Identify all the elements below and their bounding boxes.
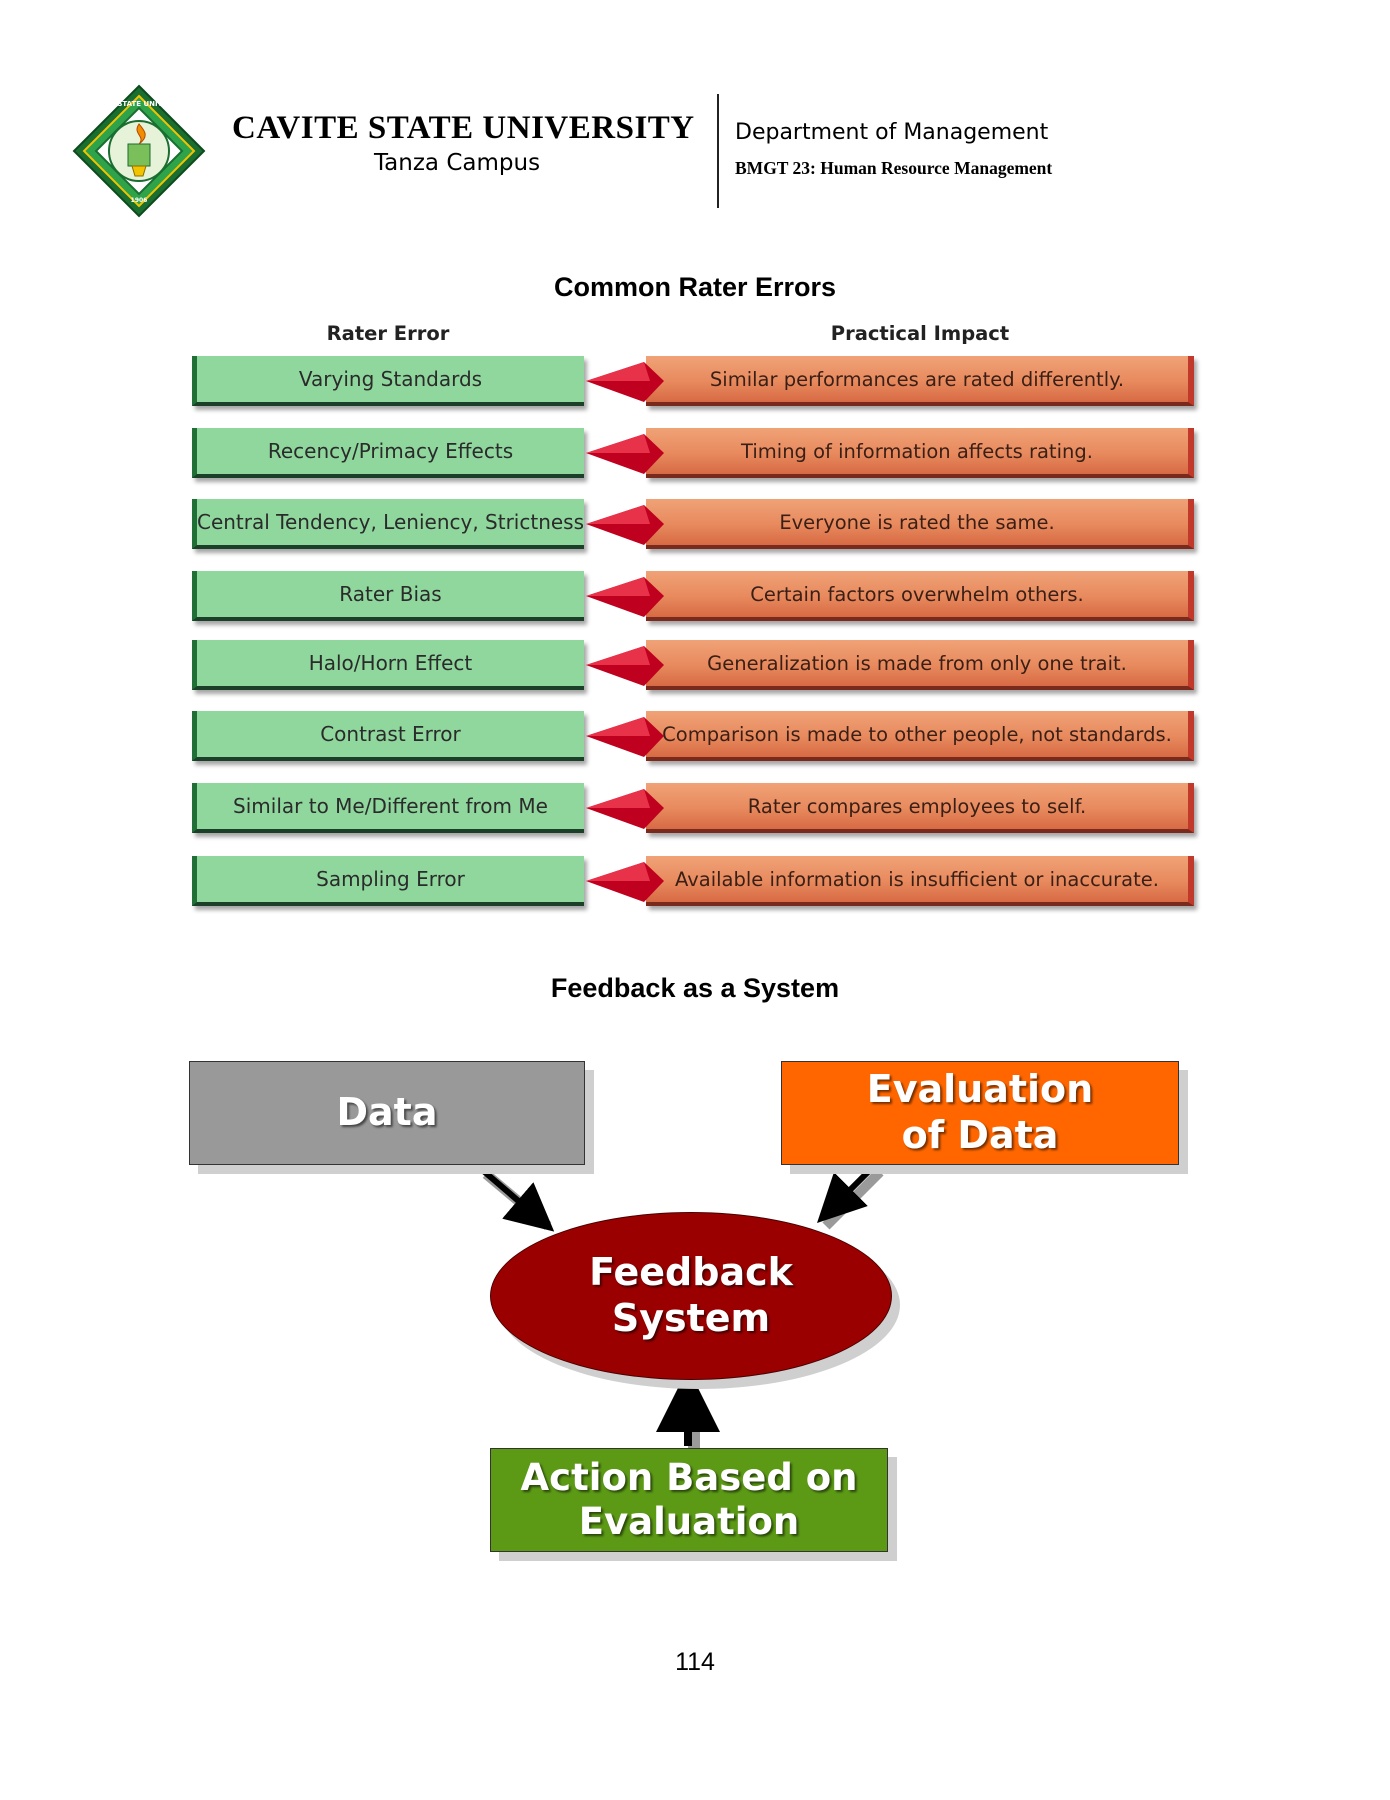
logo-ring-top: CAVITE STATE UNIVERSITY (87, 100, 191, 108)
rater-error-cell: Contrast Error (192, 711, 584, 761)
red-arrow-icon (586, 717, 664, 757)
practical-impact-cell: Comparison is made to other people, not … (646, 711, 1194, 761)
practical-impact-cell: Timing of information affects rating. (646, 428, 1194, 478)
feedback-system-ellipse: Feedback System (490, 1212, 892, 1380)
action-box-line1: Action Based on (520, 1455, 858, 1499)
university-name: CAVITE STATE UNIVERSITY (232, 110, 695, 146)
rater-error-cell: Rater Bias (192, 571, 584, 621)
department-name: Department of Management (735, 120, 1049, 145)
rater-error-cell: Central Tendency, Leniency, Strictness (192, 499, 584, 549)
red-arrow-icon (586, 434, 664, 474)
practical-impact-cell: Certain factors overwhelm others. (646, 571, 1194, 621)
logo-year: 1906 (131, 197, 148, 204)
red-arrow-icon (586, 362, 664, 402)
rater-error-row: Recency/Primacy Effects Timing of informa… (0, 428, 1390, 480)
rater-error-row: Contrast Error Comparison is made to othe… (0, 711, 1390, 763)
rater-error-cell: Similar to Me/Different from Me (192, 783, 584, 833)
arrow-data-shadow (482, 1170, 552, 1230)
rater-error-row: Sampling Error Available information is i… (0, 856, 1390, 908)
practical-impact-cell: Everyone is rated the same. (646, 499, 1194, 549)
rater-error-cell: Halo/Horn Effect (192, 640, 584, 690)
red-arrow-icon (586, 577, 664, 617)
red-arrow-icon (586, 505, 664, 545)
rater-error-cell: Varying Standards (192, 356, 584, 406)
header-divider (717, 94, 719, 208)
arrow-data-to-feedback (478, 1165, 555, 1232)
feedback-title: Feedback as a System (550, 973, 840, 1003)
course-title: BMGT 23: Human Resource Management (735, 158, 1053, 178)
rater-errors-title: Common Rater Errors (553, 272, 837, 302)
page-number: 114 (675, 1648, 715, 1676)
action-box: Action Based on Evaluation (490, 1448, 888, 1552)
red-arrow-icon (586, 646, 664, 686)
rater-error-row: Varying Standards Similar performances ar… (0, 356, 1390, 408)
feedback-system-line2: System (611, 1296, 771, 1340)
rater-error-row: Similar to Me/Different from Me Rater com… (0, 783, 1390, 835)
evaluation-box-line2: of Data (901, 1113, 1059, 1157)
data-box: Data (189, 1061, 585, 1165)
campus-name: Tanza Campus (373, 150, 541, 176)
evaluation-box-line1: Evaluation (866, 1067, 1094, 1112)
practical-impact-cell: Rater compares employees to self. (646, 783, 1194, 833)
practical-impact-cell: Similar performances are rated different… (646, 356, 1194, 406)
red-arrow-icon (586, 862, 664, 902)
arrow-evaluation-shadow (822, 1168, 884, 1230)
column-header-rater-error: Rater Error (326, 322, 450, 345)
feedback-system-line1: Feedback (589, 1250, 793, 1295)
evaluation-box: Evaluation of Data (781, 1061, 1179, 1165)
arrow-evaluation-to-feedback (817, 1165, 875, 1223)
university-seal-logo: CAVITE STATE UNIVERSITY 1906 (72, 84, 206, 218)
rater-error-cell: Recency/Primacy Effects (192, 428, 584, 478)
rater-error-cell: Sampling Error (192, 856, 584, 906)
practical-impact-cell: Available information is insufficient or… (646, 856, 1194, 906)
rater-error-row: Halo/Horn Effect Generalization is made f… (0, 640, 1390, 692)
data-box-label: Data (336, 1090, 438, 1135)
red-arrow-icon (586, 789, 664, 829)
rater-error-row: Rater Bias Certain factors overwhelm othe… (0, 571, 1390, 623)
column-header-practical-impact: Practical Impact (830, 322, 1010, 345)
rater-error-row: Central Tendency, Leniency, Strictness Ev… (0, 499, 1390, 551)
practical-impact-cell: Generalization is made from only one tra… (646, 640, 1194, 690)
action-box-line2: Evaluation (578, 1500, 800, 1543)
